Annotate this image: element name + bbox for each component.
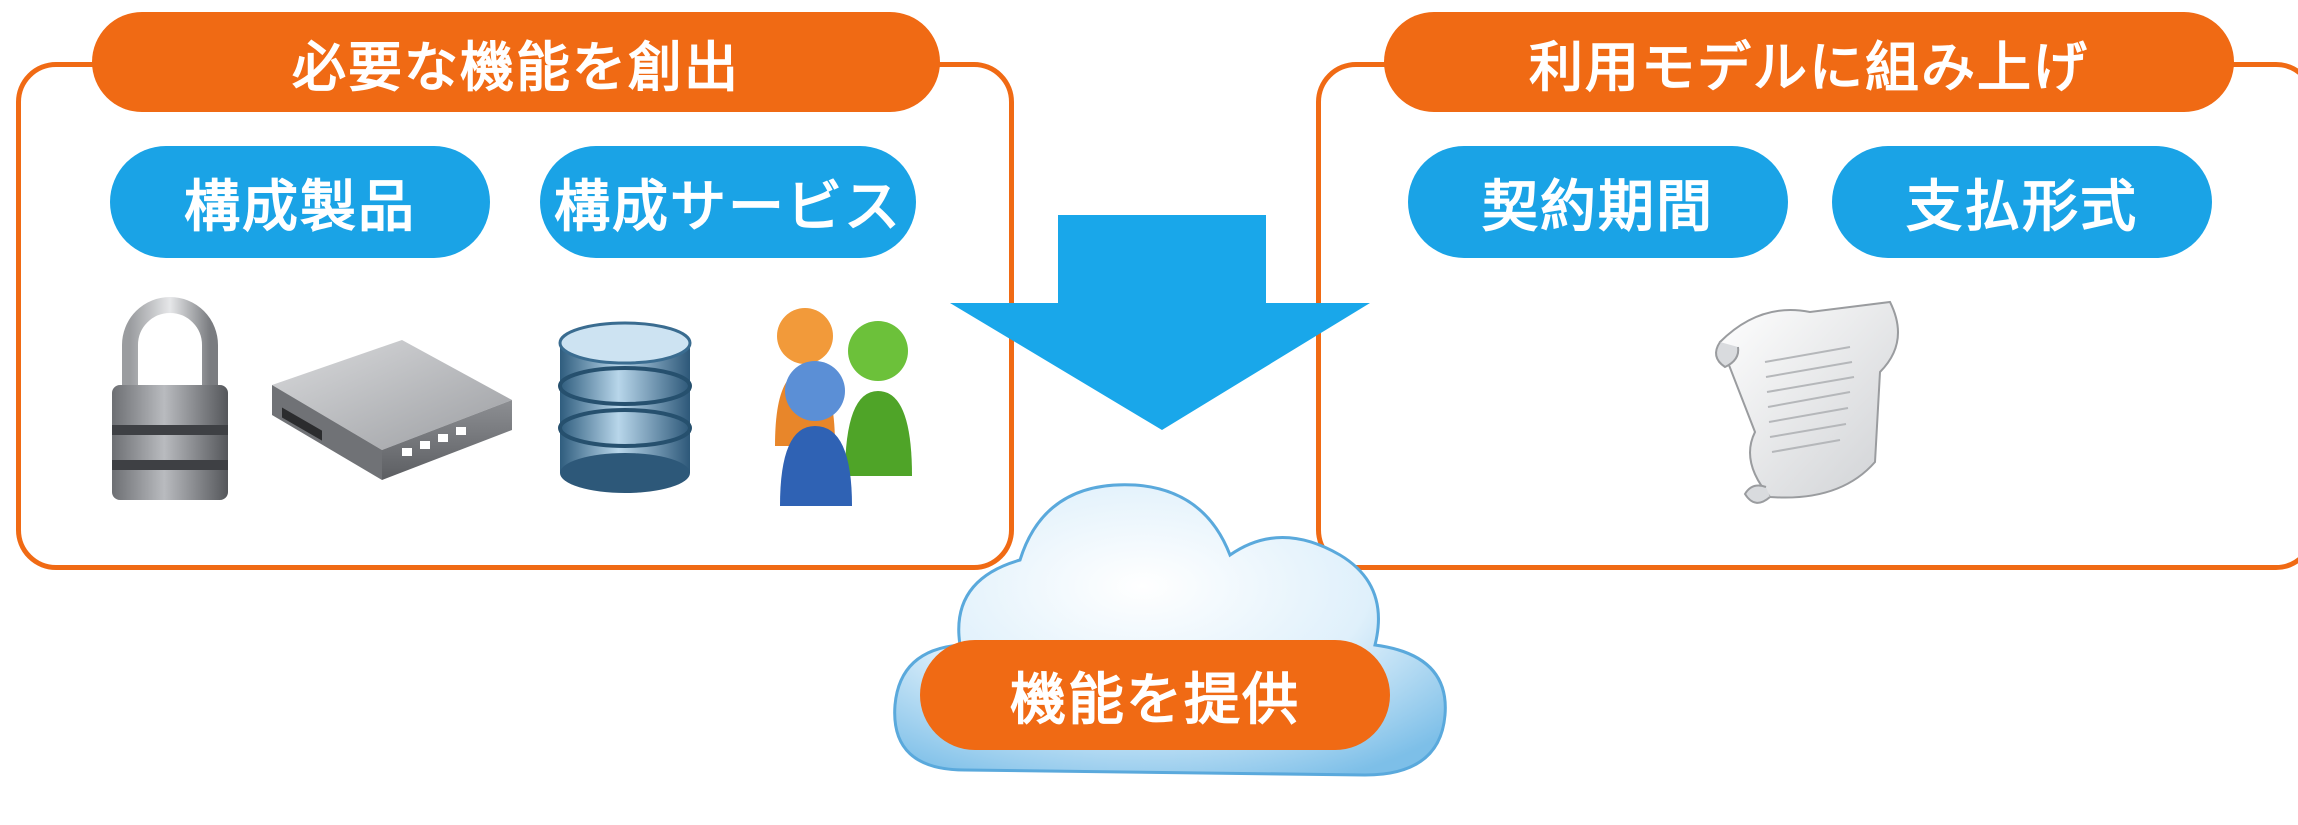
database-icon [558, 321, 692, 493]
pill-payment-format: 支払形式 [1832, 146, 2212, 258]
network-switch-icon [272, 340, 512, 480]
padlock-icon [112, 297, 228, 500]
document-scroll-icon [1715, 300, 1899, 504]
cloud-icon [893, 483, 1447, 777]
down-arrow-icon [950, 215, 1370, 430]
right-panel-title: 利用モデルに組み上げ [1384, 12, 2234, 112]
pill-components-products: 構成製品 [110, 146, 490, 258]
left-panel-title: 必要な機能を創出 [92, 12, 940, 112]
center-label: 機能を提供 [920, 640, 1390, 750]
pill-contract-period: 契約期間 [1408, 146, 1788, 258]
users-icon [775, 308, 912, 506]
pill-components-services: 構成サービス [540, 146, 916, 258]
